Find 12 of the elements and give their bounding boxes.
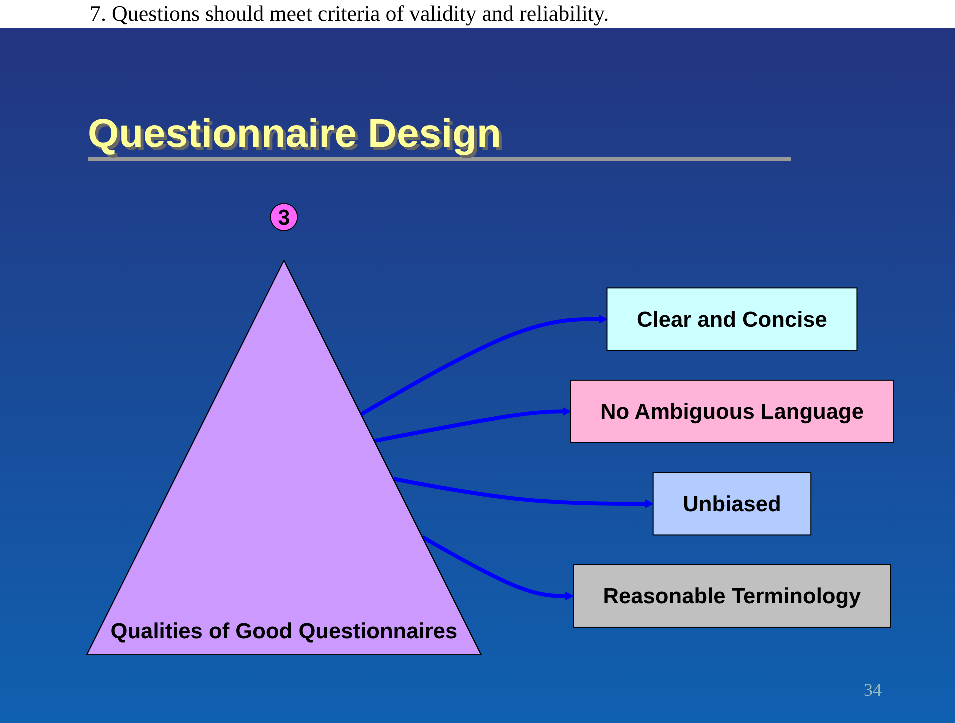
- node-box: No Ambiguous Language: [570, 380, 894, 444]
- node-box: Clear and Concise: [606, 288, 858, 352]
- heading-text: 7. Questions should meet criteria of validity and reliability.: [90, 1, 610, 27]
- node-box: Unbiased: [652, 472, 812, 536]
- arrow: [360, 315, 608, 416]
- arrow: [421, 536, 574, 601]
- slide-title: Questionnaire Design: [88, 112, 792, 161]
- arrow: [374, 407, 571, 444]
- page-number: 34: [864, 680, 882, 701]
- node-circle: 3: [270, 203, 298, 232]
- arrow: [392, 477, 654, 508]
- node-box: Reasonable Terminology: [572, 564, 892, 628]
